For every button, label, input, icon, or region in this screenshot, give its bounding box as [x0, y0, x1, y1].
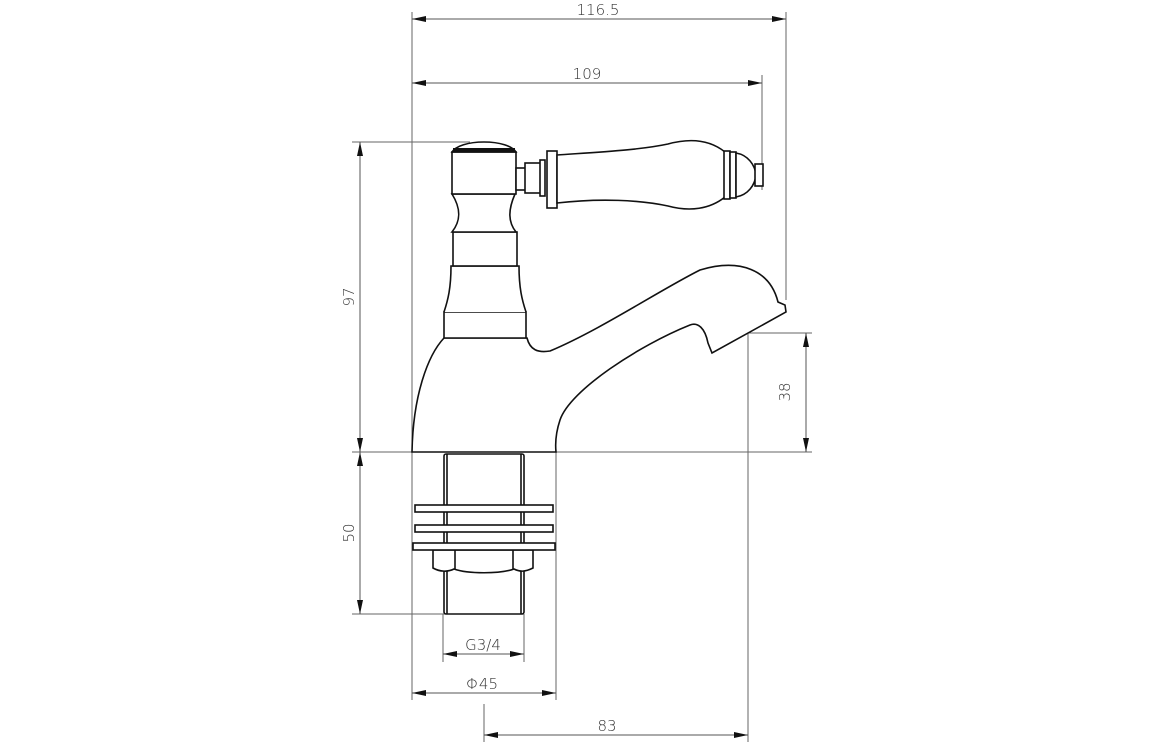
dimension-label-97: 97 [340, 287, 358, 306]
cap-knurl [453, 148, 515, 152]
dimension-height-above-deck: 97 [340, 142, 363, 452]
base-collar [443, 265, 527, 339]
dimension-spout-outlet-height: 38 [776, 333, 809, 452]
washer-3 [412, 542, 556, 551]
dimension-label-phi-45: Φ45 [466, 675, 498, 693]
washer-2 [414, 524, 554, 533]
dimension-thread-size: G3/4 [443, 636, 524, 657]
dimension-label-116-5: 116.5 [577, 1, 620, 19]
threaded-tail [412, 453, 556, 615]
washer-1 [414, 504, 554, 513]
dimension-label-50: 50 [340, 523, 358, 542]
dimension-overall-width: 116.5 [412, 1, 786, 22]
dimension-spout-projection: 83 [484, 717, 748, 738]
dimension-label-109: 109 [573, 65, 602, 83]
dimension-base-diameter: Φ45 [412, 675, 556, 696]
lever-handle [515, 139, 764, 210]
dimension-label-83: 83 [597, 717, 616, 735]
headgear [450, 141, 518, 267]
dimension-label-g3-4: G3/4 [465, 636, 501, 654]
back-nut [432, 549, 534, 574]
dimension-label-38: 38 [776, 382, 794, 401]
spout [411, 264, 787, 453]
dimension-handle-reach: 109 [412, 65, 762, 86]
dimension-tail-length: 50 [340, 452, 363, 614]
